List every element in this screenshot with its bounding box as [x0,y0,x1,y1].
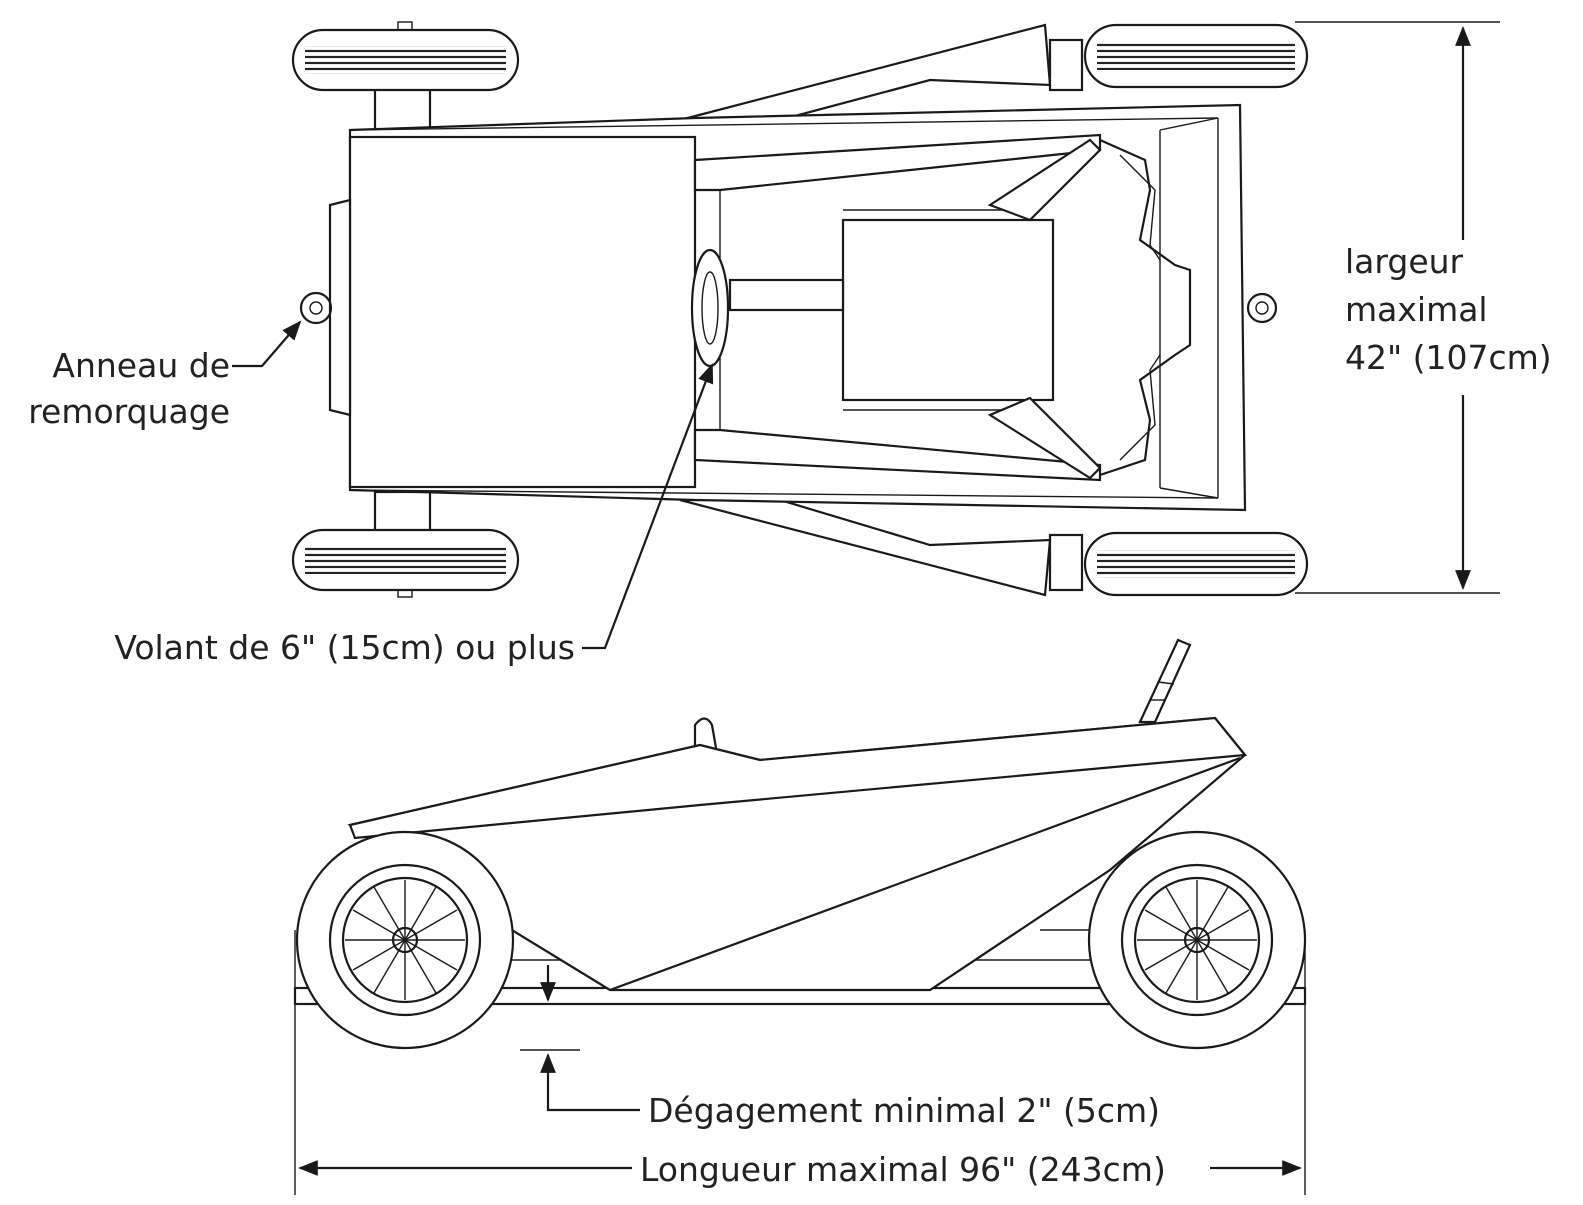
clearance-dimension [520,965,640,1112]
headrest [693,717,718,749]
rear-tow-ring [1246,292,1278,324]
left-fairing [679,23,1052,122]
steering-wheel-top [690,248,730,368]
steering-wheel-leader [582,363,714,650]
width-label-line3: 42" (107cm) [1345,338,1552,377]
front-wheel-side [295,830,515,1050]
steering-wheel-label: Volant de 6" (15cm) ou plus [114,628,575,667]
rear-right-wheel-top [1048,531,1309,597]
front-bumper [328,198,352,417]
front-left-wheel-top [291,21,520,132]
length-label: Longueur maximal 96" (243cm) [640,1150,1166,1189]
rear-wheel-side [1087,830,1307,1050]
width-label-line1: largeur [1345,242,1464,281]
rear-left-wheel-top [1048,23,1309,92]
right-fairing [679,498,1052,597]
steering-column [728,278,845,312]
width-label-line2: maximal [1345,290,1488,329]
seat [841,218,1055,402]
tow-ring-label-line1: Anneau de [52,346,230,385]
hood-panel [348,135,697,489]
front-tow-ring [299,291,333,325]
width-dimension [1295,21,1500,594]
length-dimension [294,930,1306,1195]
top-view [232,21,1500,650]
tow-ring-leader [232,320,302,368]
steering-shaft [1138,638,1192,724]
front-right-wheel-top [291,490,520,598]
side-view [293,638,1307,1195]
clearance-label: Dégagement minimal 2" (5cm) [648,1091,1160,1130]
tow-ring-label-line2: remorquage [28,392,230,431]
